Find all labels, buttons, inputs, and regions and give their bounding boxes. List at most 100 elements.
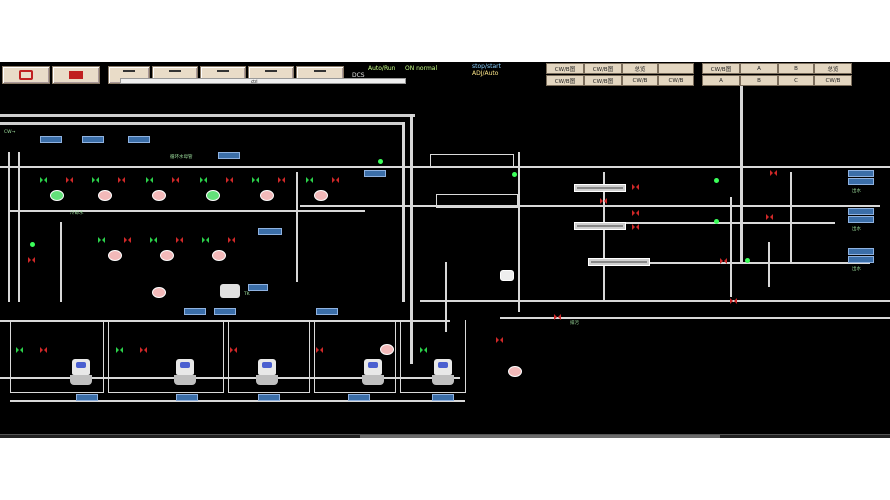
- pump-5[interactable]: [260, 190, 274, 201]
- tag-6[interactable]: [258, 228, 282, 235]
- nav-btn-6[interactable]: A: [740, 63, 778, 74]
- valve-15[interactable]: [98, 237, 105, 244]
- valve-8[interactable]: [226, 177, 233, 184]
- tag-14[interactable]: [348, 394, 370, 401]
- pump-9[interactable]: [212, 250, 226, 261]
- tag-4[interactable]: [218, 152, 240, 159]
- tag-10[interactable]: [316, 308, 338, 315]
- nav-btn-16[interactable]: CW/B: [814, 75, 852, 86]
- tag-9[interactable]: [214, 308, 236, 315]
- valve-20[interactable]: [16, 347, 23, 354]
- heat-exchanger-2[interactable]: [574, 222, 626, 230]
- tag-2[interactable]: [82, 136, 104, 143]
- valve-10[interactable]: [278, 177, 285, 184]
- valve-12[interactable]: [332, 177, 339, 184]
- toolbar-input[interactable]: ctrl: [120, 78, 406, 84]
- pump-1[interactable]: [50, 190, 64, 201]
- nav-btn-8[interactable]: 总览: [814, 63, 852, 74]
- valve-23[interactable]: [140, 347, 147, 354]
- valve-6[interactable]: [172, 177, 179, 184]
- heat-exchanger-3[interactable]: [588, 258, 650, 266]
- valve-17[interactable]: [150, 237, 157, 244]
- valve-19[interactable]: [202, 237, 209, 244]
- valve-30[interactable]: [632, 210, 639, 217]
- pump-8[interactable]: [160, 250, 174, 261]
- nav-btn-2[interactable]: CW/B图: [584, 63, 622, 74]
- valve-9[interactable]: [252, 177, 259, 184]
- valve-22[interactable]: [116, 347, 123, 354]
- trend-button[interactable]: [52, 66, 100, 84]
- tag-8[interactable]: [184, 308, 206, 315]
- pump-3[interactable]: [152, 190, 166, 201]
- tag-13[interactable]: [258, 394, 280, 401]
- valve-28[interactable]: [554, 314, 561, 321]
- valve-13[interactable]: [28, 257, 35, 264]
- valve-14[interactable]: [124, 237, 131, 244]
- valve-1[interactable]: [40, 177, 47, 184]
- nav-btn-14[interactable]: B: [740, 75, 778, 86]
- tag-5[interactable]: [364, 170, 386, 177]
- pump-7[interactable]: [108, 250, 122, 261]
- cooling-fan-1[interactable]: [70, 359, 92, 385]
- heat-exchanger-1[interactable]: [574, 184, 626, 192]
- nav-btn-10[interactable]: CW/B图: [584, 75, 622, 86]
- tag-right-1[interactable]: [848, 170, 874, 177]
- valve-27[interactable]: [496, 337, 503, 344]
- pump-11[interactable]: [380, 344, 394, 355]
- nav-btn-12[interactable]: CW/B: [658, 75, 694, 86]
- valve-11[interactable]: [306, 177, 313, 184]
- cooling-fan-3[interactable]: [256, 359, 278, 385]
- tag-7[interactable]: [248, 284, 268, 291]
- pump-10[interactable]: [152, 287, 166, 298]
- nav-btn-11[interactable]: CW/B: [622, 75, 658, 86]
- valve-3[interactable]: [92, 177, 99, 184]
- pump-6[interactable]: [314, 190, 328, 201]
- cooling-fan-4[interactable]: [362, 359, 384, 385]
- tag-15[interactable]: [432, 394, 454, 401]
- valve-35[interactable]: [730, 298, 737, 305]
- nav-btn-9[interactable]: CW/B图: [546, 75, 584, 86]
- horizontal-scrollbar[interactable]: [0, 434, 890, 438]
- tank[interactable]: [220, 284, 240, 298]
- alarm-button[interactable]: [2, 66, 50, 84]
- tag-12[interactable]: [176, 394, 198, 401]
- nav-btn-7[interactable]: B: [778, 63, 814, 74]
- scrollbar-thumb[interactable]: [360, 435, 720, 438]
- valve-16[interactable]: [176, 237, 183, 244]
- valve-29[interactable]: [632, 184, 639, 191]
- pump-2[interactable]: [98, 190, 112, 201]
- valve-7[interactable]: [200, 177, 207, 184]
- pump-4[interactable]: [206, 190, 220, 201]
- pump-13[interactable]: [500, 270, 514, 281]
- pump-12[interactable]: [508, 366, 522, 377]
- tag-1[interactable]: [40, 136, 62, 143]
- nav-btn-5[interactable]: CW/B图: [702, 63, 740, 74]
- cooling-fan-5[interactable]: [432, 359, 454, 385]
- valve-34[interactable]: [720, 258, 727, 265]
- valve-25[interactable]: [316, 347, 323, 354]
- valve-31[interactable]: [632, 224, 639, 231]
- valve-32[interactable]: [770, 170, 777, 177]
- valve-33[interactable]: [766, 214, 773, 221]
- valve-36[interactable]: [600, 198, 607, 205]
- tag-right-5[interactable]: [848, 248, 874, 255]
- nav-btn-4[interactable]: [658, 63, 694, 74]
- valve-2[interactable]: [66, 177, 73, 184]
- valve-5[interactable]: [146, 177, 153, 184]
- nav-btn-13[interactable]: A: [702, 75, 740, 86]
- tag-right-6[interactable]: [848, 256, 874, 263]
- tag-11[interactable]: [76, 394, 98, 401]
- tag-right-3[interactable]: [848, 208, 874, 215]
- valve-24[interactable]: [230, 347, 237, 354]
- cooling-fan-2[interactable]: [174, 359, 196, 385]
- valve-21[interactable]: [40, 347, 47, 354]
- tag-right-4[interactable]: [848, 216, 874, 223]
- tag-3[interactable]: [128, 136, 150, 143]
- valve-26[interactable]: [420, 347, 427, 354]
- tag-right-2[interactable]: [848, 178, 874, 185]
- valve-4[interactable]: [118, 177, 125, 184]
- valve-18[interactable]: [228, 237, 235, 244]
- nav-btn-15[interactable]: C: [778, 75, 814, 86]
- nav-btn-1[interactable]: CW/B图: [546, 63, 584, 74]
- nav-btn-3[interactable]: 总览: [622, 63, 658, 74]
